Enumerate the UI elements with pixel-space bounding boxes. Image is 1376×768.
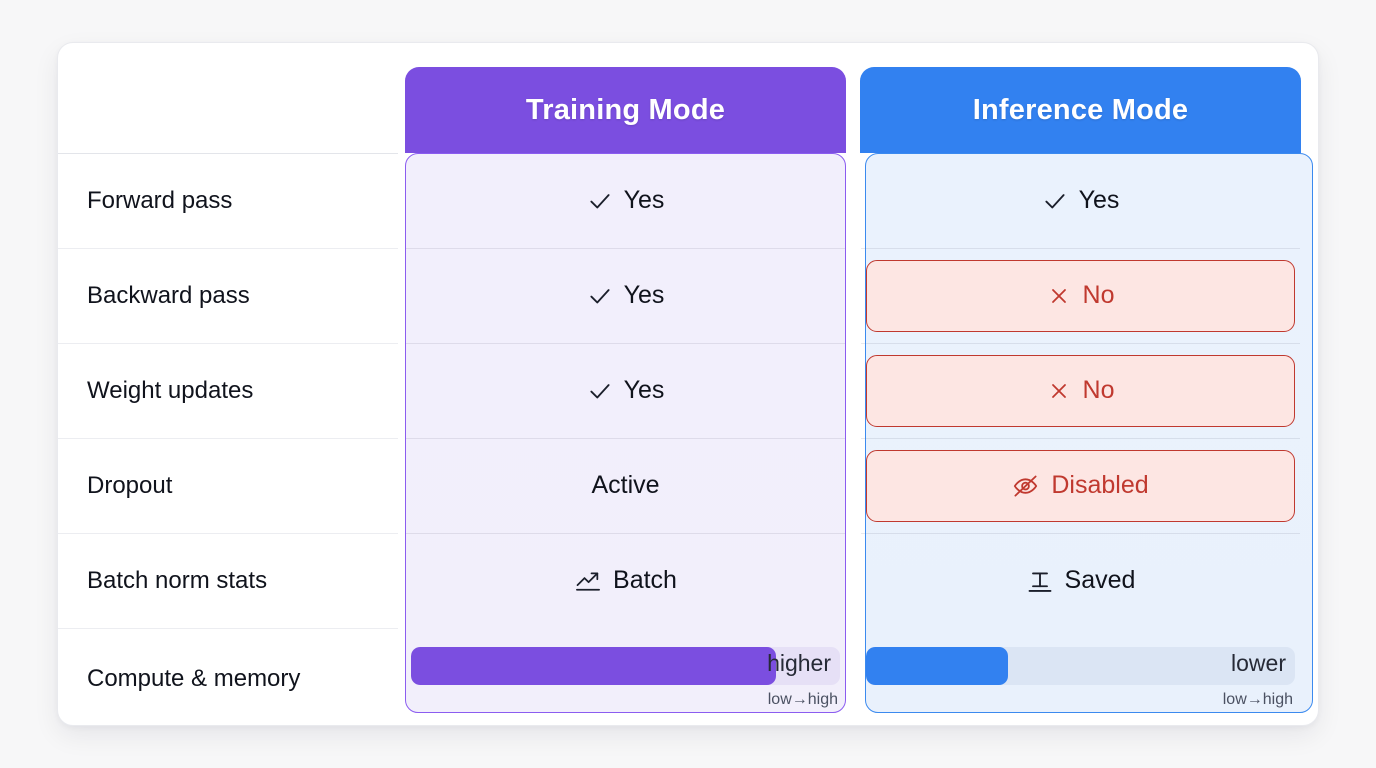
row-label-backward-pass: Backward pass	[58, 248, 398, 343]
cell-inference-backward-pass: No	[853, 248, 1308, 343]
cell-inference-forward-pass: Yes	[853, 153, 1308, 248]
meter-fill	[411, 647, 776, 685]
meter-track	[866, 647, 1295, 685]
row-label-batch-norm-stats: Batch norm stats	[58, 533, 398, 628]
row-label-forward-pass: Forward pass	[58, 153, 398, 248]
table-corner-cell	[58, 43, 398, 153]
trending-up-icon	[574, 567, 602, 595]
meter-inference: lower low→high	[866, 647, 1295, 709]
comparison-grid: Training Mode Inference Mode Forward pas…	[58, 43, 1318, 725]
check-icon	[587, 188, 613, 214]
eye-off-icon	[1012, 472, 1039, 499]
meter-scale-label: low→high	[767, 691, 838, 708]
check-icon	[587, 378, 613, 404]
row-label-dropout: Dropout	[58, 438, 398, 533]
row-label-weight-updates: Weight updates	[58, 343, 398, 438]
column-header-inference[interactable]: Inference Mode	[860, 67, 1301, 153]
i-beam-icon	[1026, 567, 1054, 595]
status-badge-disabled: Disabled	[866, 449, 1295, 522]
cell-value-text: Saved	[1064, 566, 1136, 594]
cell-value-text: Yes	[623, 376, 665, 404]
cell-value-text: Batch	[613, 566, 677, 594]
cell-value-text: Active	[591, 471, 660, 499]
cell-value-text: No	[1082, 376, 1115, 404]
cell-inference-dropout: Disabled	[853, 438, 1308, 533]
meter-value-label: higher	[767, 650, 831, 676]
cell-value-text: Yes	[623, 186, 665, 214]
training-header-wrap: Training Mode	[398, 43, 853, 153]
row-label-compute-memory: Compute & memory	[58, 628, 398, 728]
cell-inference-compute-memory: lower low→high	[853, 628, 1308, 728]
meter-fill	[866, 647, 1008, 685]
cell-value-text: No	[1082, 281, 1115, 309]
meter-value-label: lower	[1231, 650, 1286, 676]
cell-inference-batch-norm-stats: Saved	[853, 533, 1308, 628]
comparison-table-card: Training Mode Inference Mode Forward pas…	[57, 42, 1319, 726]
meter-training: higher low→high	[411, 647, 840, 709]
meter-scale-label: low→high	[1222, 691, 1293, 708]
check-icon	[1042, 188, 1068, 214]
check-icon	[587, 283, 613, 309]
cell-training-forward-pass: Yes	[398, 153, 853, 248]
inference-header-wrap: Inference Mode	[853, 43, 1308, 153]
cell-training-dropout: Active	[398, 438, 853, 533]
cross-icon	[1047, 379, 1071, 403]
cell-training-weight-updates: Yes	[398, 343, 853, 438]
cell-value-text: Yes	[1078, 186, 1120, 214]
column-header-training[interactable]: Training Mode	[405, 67, 846, 153]
cross-icon	[1047, 284, 1071, 308]
cell-inference-weight-updates: No	[853, 343, 1308, 438]
cell-training-compute-memory: higher low→high	[398, 628, 853, 728]
inference-column-panel	[865, 153, 1313, 713]
status-badge-no: No	[866, 259, 1295, 332]
cell-training-backward-pass: Yes	[398, 248, 853, 343]
meter-track	[411, 647, 840, 685]
status-badge-no: No	[866, 354, 1295, 427]
training-column-panel	[405, 153, 846, 713]
cell-training-batch-norm-stats: Batch	[398, 533, 853, 628]
cell-value-text: Disabled	[1051, 471, 1149, 499]
cell-value-text: Yes	[623, 281, 665, 309]
